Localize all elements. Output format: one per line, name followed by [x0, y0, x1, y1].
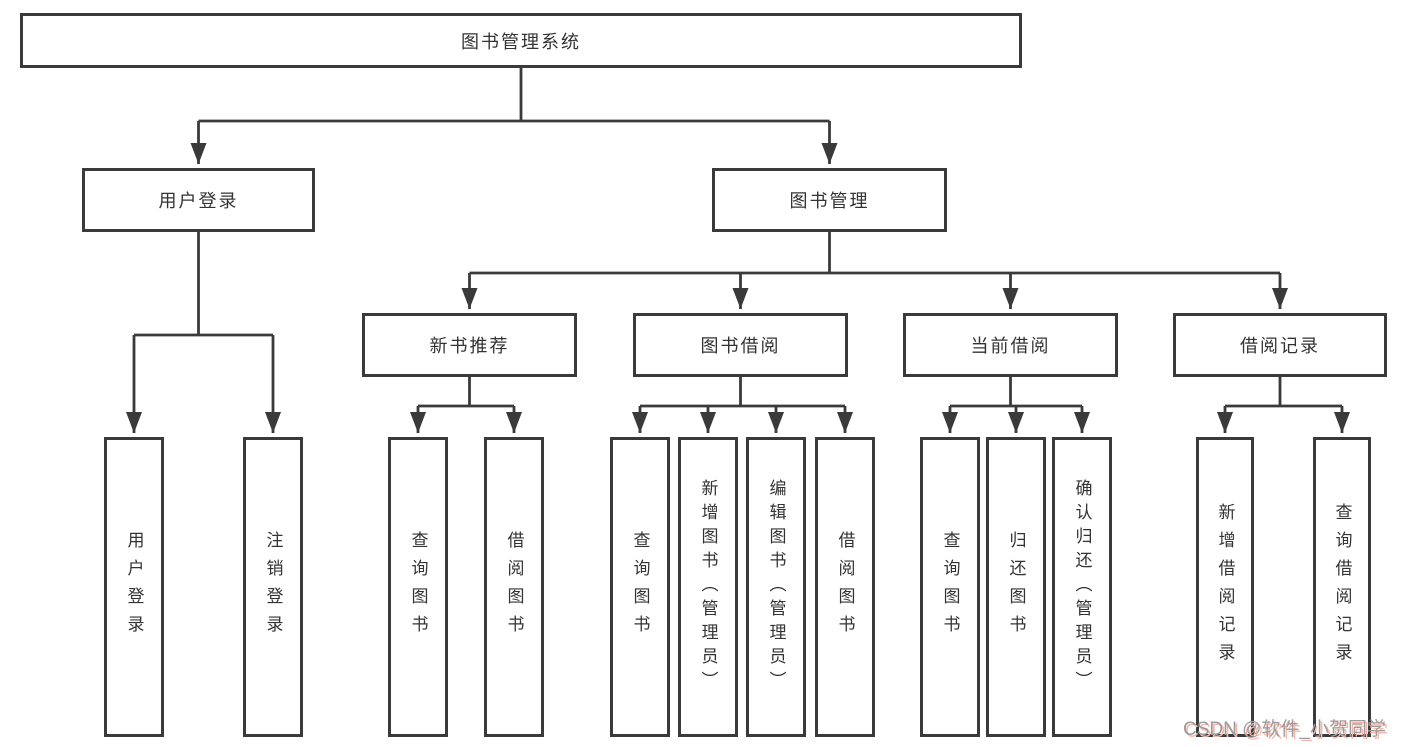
leaf-current-query-book: 查询图书: [920, 437, 980, 737]
node-book-management-label: 图书管理: [789, 191, 870, 211]
leaf-rec-borrow-book: 借阅图书: [484, 437, 544, 737]
node-new-book-recommend: 新书推荐: [362, 313, 577, 377]
leaf-record-add: 新增借阅记录: [1196, 437, 1254, 737]
node-user-login-label: 用户登录: [158, 191, 239, 211]
leaf-user-login-label: 用户登录: [124, 531, 144, 643]
node-current-borrow: 当前借阅: [903, 313, 1118, 377]
leaf-borrow-add-book-admin-label: 新增图书（管理员）: [698, 479, 718, 695]
leaf-borrow-borrow-book-label: 借阅图书: [835, 531, 855, 643]
csdn-watermark: CSDN @软件_小贺同学: [1183, 719, 1386, 740]
leaf-rec-query-book-label: 查询图书: [408, 531, 428, 643]
leaf-current-confirm-return-admin: 确认归还（管理员）: [1052, 437, 1112, 737]
leaf-logout-label: 注销登录: [263, 531, 283, 643]
leaf-current-return-book-label: 归还图书: [1006, 531, 1026, 643]
node-borrow-records-label: 借阅记录: [1240, 336, 1320, 356]
leaf-rec-borrow-book-label: 借阅图书: [504, 531, 524, 643]
leaf-borrow-query-book-label: 查询图书: [630, 531, 650, 643]
leaf-user-login: 用户登录: [104, 437, 164, 737]
leaf-borrow-edit-book-admin: 编辑图书（管理员）: [746, 437, 806, 737]
leaf-borrow-query-book: 查询图书: [610, 437, 670, 737]
leaf-borrow-borrow-book: 借阅图书: [815, 437, 875, 737]
leaf-record-query-label: 查询借阅记录: [1332, 503, 1352, 671]
leaf-rec-query-book: 查询图书: [388, 437, 448, 737]
node-current-borrow-label: 当前借阅: [970, 336, 1051, 356]
leaf-record-add-label: 新增借阅记录: [1215, 503, 1235, 671]
node-user-login: 用户登录: [82, 168, 315, 232]
node-book-management: 图书管理: [712, 168, 947, 232]
leaf-logout: 注销登录: [243, 437, 303, 737]
leaf-record-query: 查询借阅记录: [1313, 437, 1371, 737]
leaf-current-query-book-label: 查询图书: [940, 531, 960, 643]
node-new-book-recommend-label: 新书推荐: [429, 336, 510, 356]
node-book-borrow-label: 图书借阅: [700, 336, 781, 356]
node-root: 图书管理系统: [20, 13, 1022, 68]
node-book-borrow: 图书借阅: [633, 313, 848, 377]
leaf-current-confirm-return-admin-label: 确认归还（管理员）: [1072, 479, 1092, 695]
leaf-current-return-book: 归还图书: [986, 437, 1046, 737]
node-borrow-records: 借阅记录: [1173, 313, 1387, 377]
node-root-label: 图书管理系统: [461, 31, 581, 52]
leaf-borrow-edit-book-admin-label: 编辑图书（管理员）: [766, 479, 786, 695]
leaf-borrow-add-book-admin: 新增图书（管理员）: [678, 437, 738, 737]
